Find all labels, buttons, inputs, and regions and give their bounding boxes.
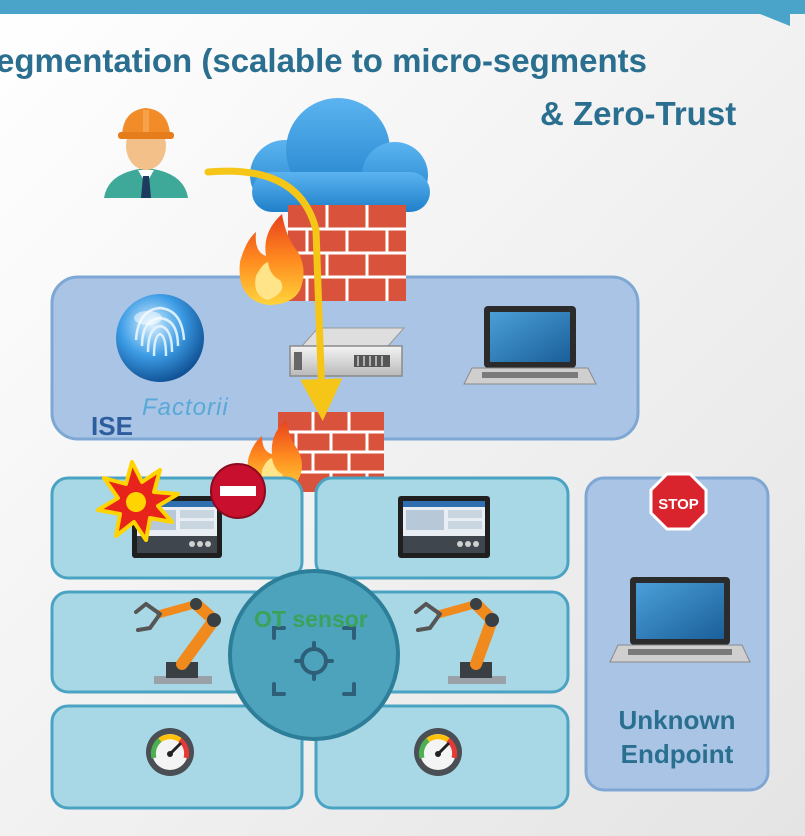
stop-label: STOP [658, 496, 699, 513]
robot-arm-icon [414, 598, 506, 684]
engineer-icon [104, 108, 188, 198]
title-line-1: egmentation (scalable to micro-segments [0, 42, 647, 79]
robot-arm-icon [134, 598, 221, 684]
server-icon [289, 327, 406, 377]
cloud-icon [250, 98, 430, 212]
factorii-logo: Factorii [142, 394, 229, 421]
gauge-icon [414, 728, 462, 776]
target-icon [272, 626, 356, 696]
ot-sensor-label: OT sensor [254, 606, 368, 632]
no-entry-icon [210, 463, 266, 519]
title-line-2: & Zero-Trust [540, 95, 737, 132]
explosion-icon [96, 460, 180, 542]
flow-arrow [204, 167, 343, 421]
unknown-endpoint-label: Unknown Endpoint [618, 705, 736, 769]
gauge-icon [146, 728, 194, 776]
firewall-icon [288, 205, 406, 301]
ot-sensor [228, 569, 400, 741]
banner-corner [748, 0, 790, 26]
laptop-icon [609, 577, 751, 663]
laptop-icon [463, 306, 597, 385]
ise-label: ISE [91, 411, 133, 441]
top-banner [0, 0, 805, 14]
fire-icon [239, 214, 304, 305]
stop-sign-icon: STOP [649, 472, 708, 531]
hmi-panel-icon [398, 496, 490, 558]
fingerprint-icon [116, 294, 204, 382]
